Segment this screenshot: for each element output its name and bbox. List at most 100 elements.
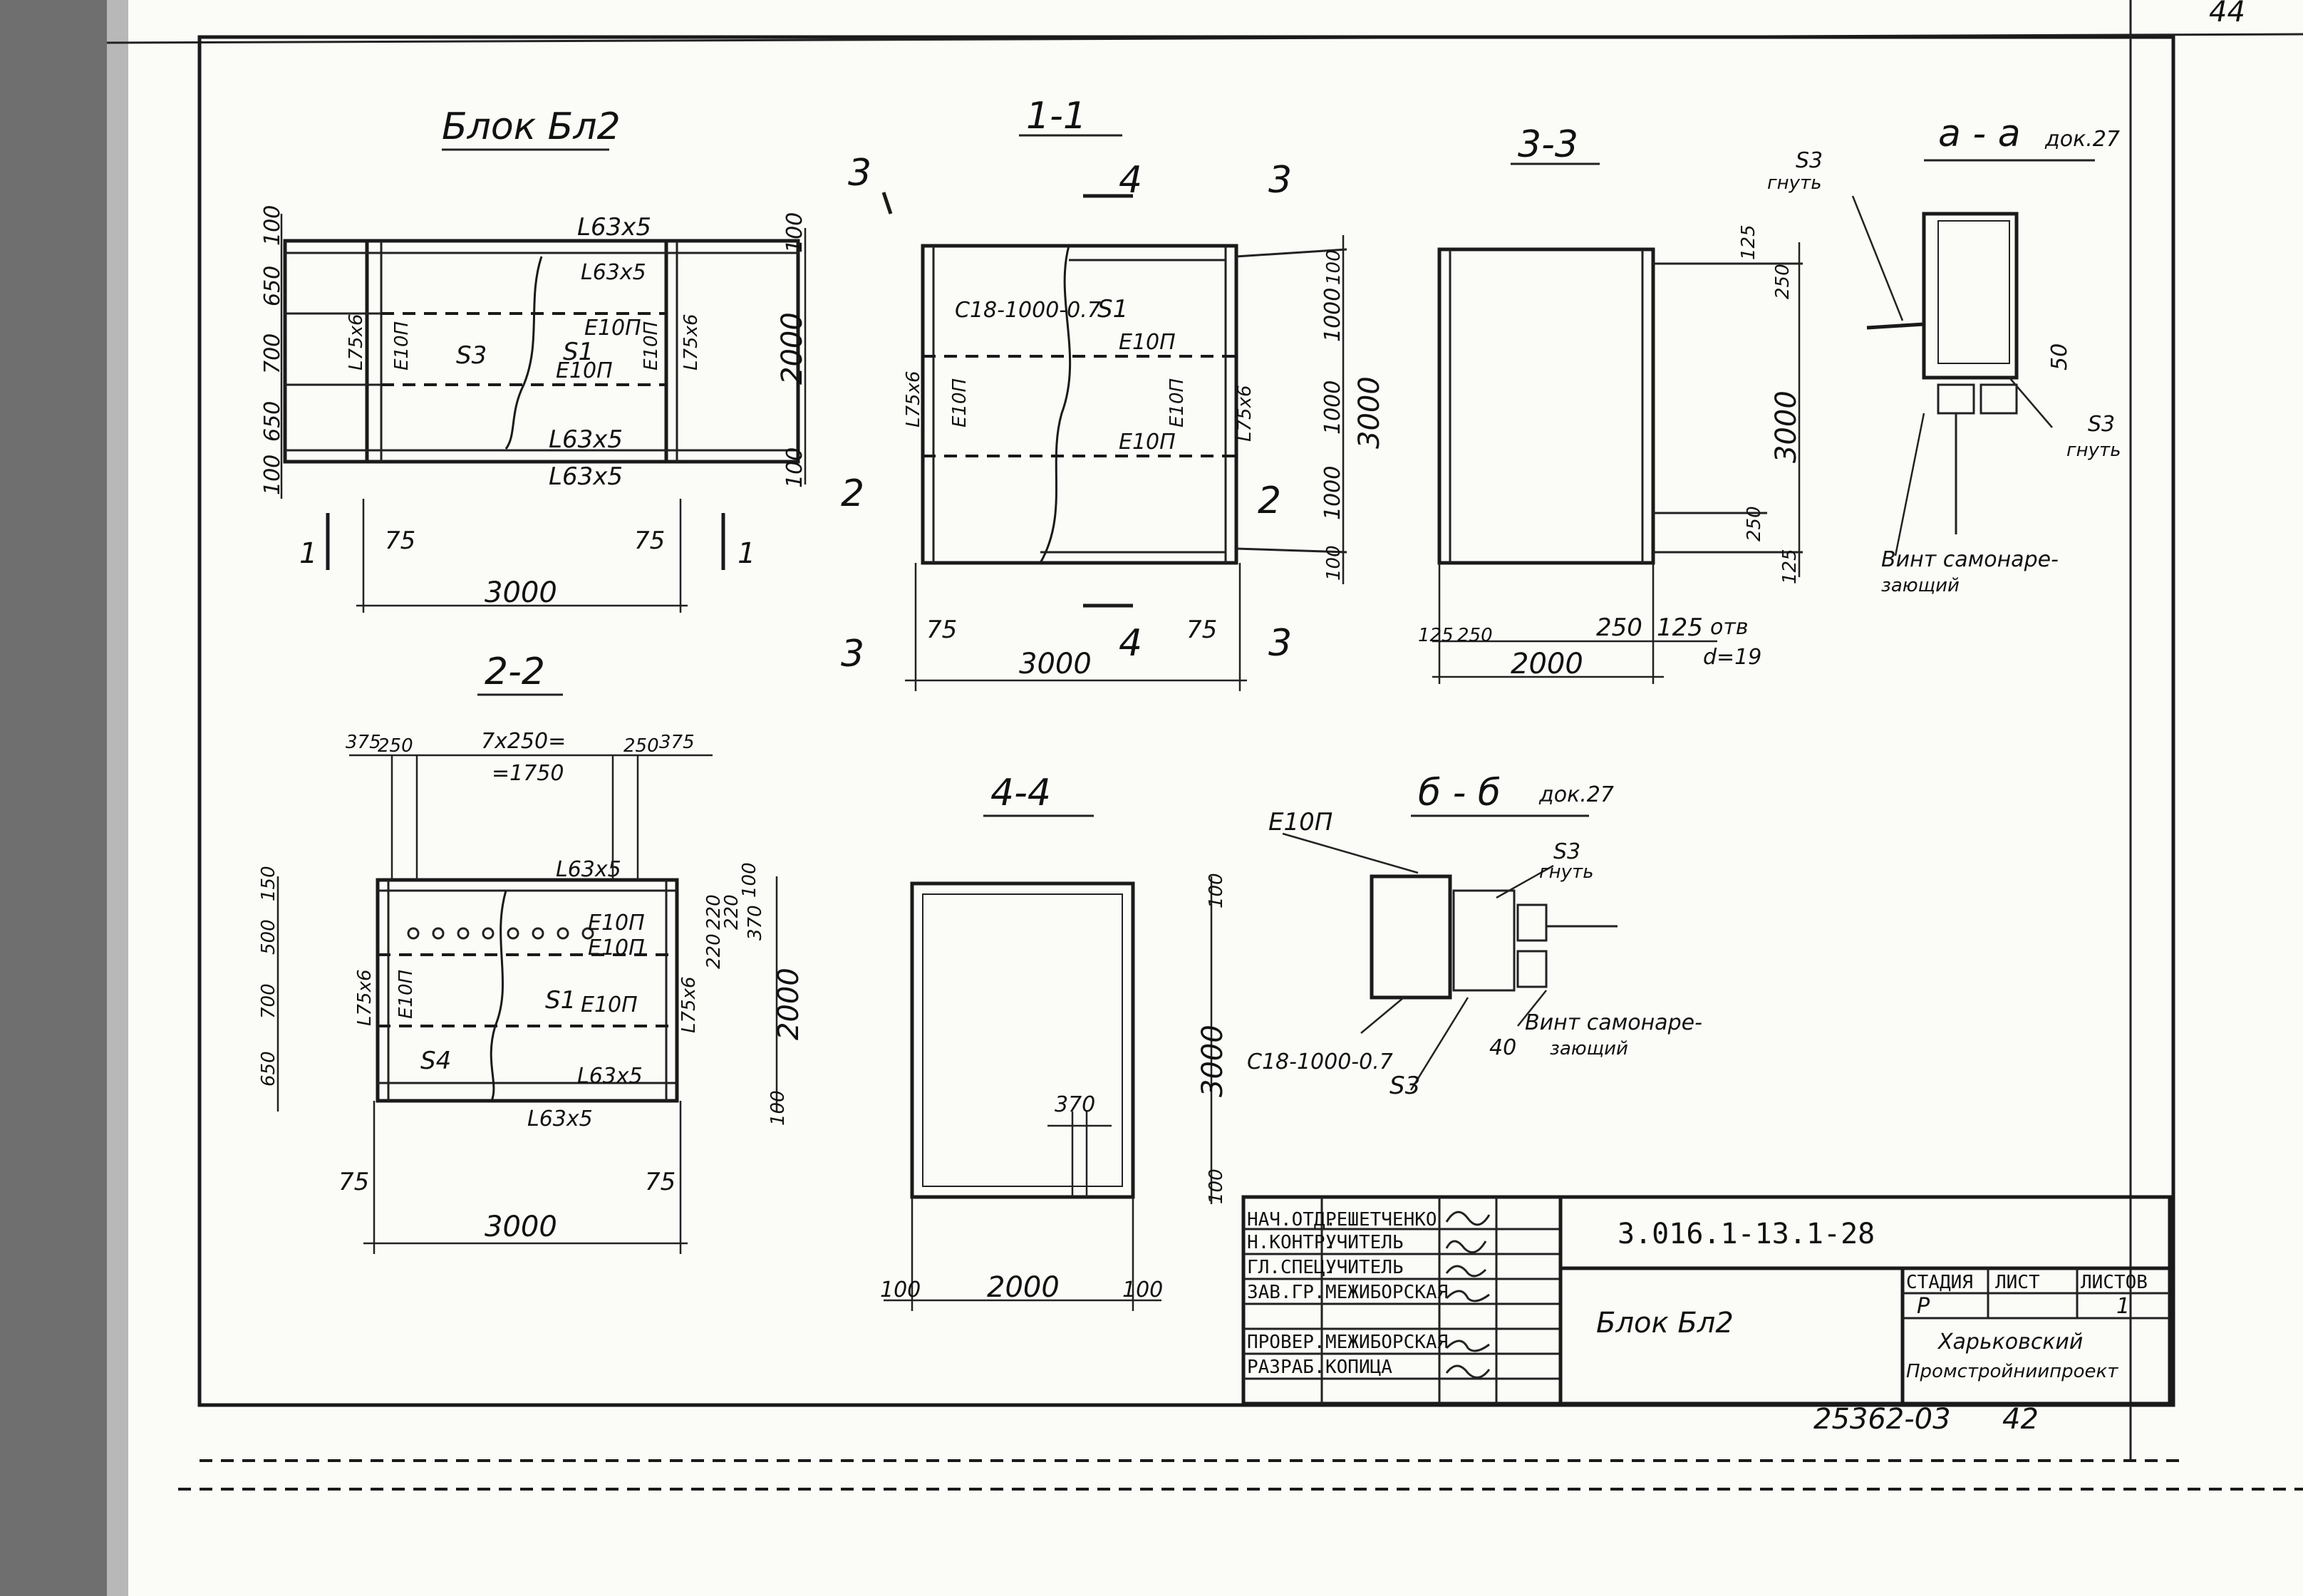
s11-cut-4-bottom: 4 bbox=[1119, 622, 1142, 665]
s22-channel-3-label: E10П bbox=[581, 993, 638, 1017]
detail-a-leader-bottom bbox=[2009, 377, 2053, 428]
s11-frame bbox=[921, 244, 1238, 565]
s11-sheet-label: C18-1000-0.7 bbox=[955, 298, 1101, 323]
s22-panel-s1: S1 bbox=[545, 986, 576, 1015]
block-cut-mark-1-right: 1 bbox=[738, 537, 755, 570]
s22-bolt-hole bbox=[532, 927, 544, 940]
s11-dim-75-right: 75 bbox=[1186, 616, 1217, 644]
tb-name-2: УЧИТЕЛЬ bbox=[1325, 1232, 1404, 1253]
tb-sheets-value: 1 bbox=[2116, 1294, 2130, 1319]
section-1-1-title: 1-1 bbox=[1026, 95, 1087, 138]
block-bottom-angle-1: L63x5 bbox=[549, 425, 623, 454]
s11-cut-3-top-arrow bbox=[881, 192, 893, 214]
block-top-angle-1: L63x5 bbox=[577, 213, 651, 242]
detail-a-s3-bottom: S3 bbox=[2088, 412, 2115, 437]
section-2-2-title: 2-2 bbox=[485, 651, 545, 693]
s33-hole-label: отв bbox=[1710, 615, 1749, 640]
s33-dim-bottom-4: 125 bbox=[1657, 613, 1703, 642]
detail-b-screw-1: Винт самонаре- bbox=[1525, 1010, 1702, 1035]
signature-6 bbox=[1445, 1364, 1491, 1379]
s33-dim-width: 2000 bbox=[1511, 648, 1583, 680]
s22-panel-s4: S4 bbox=[420, 1047, 451, 1075]
tb-role-1: НАЧ.ОТД. bbox=[1247, 1209, 1336, 1230]
detail-a: а - а док.27 S3 гнуть 50 S3 гнуть Винт с… bbox=[1767, 113, 2121, 596]
detail-b-leader-s3 bbox=[1496, 864, 1554, 899]
tb-name-3: УЧИТЕЛЬ bbox=[1325, 1257, 1404, 1278]
s22-break-line bbox=[490, 890, 507, 1102]
detail-b-dim-40: 40 bbox=[1489, 1035, 1516, 1060]
signature-2 bbox=[1445, 1240, 1487, 1254]
detail-b-bolt-2 bbox=[1516, 950, 1548, 988]
s11-channel-3-label: E10П bbox=[1119, 430, 1176, 455]
block-panel-s3: S3 bbox=[456, 341, 487, 370]
s11-side-bottom bbox=[1236, 547, 1347, 554]
detail-b-s3-top: S3 bbox=[1553, 839, 1580, 864]
s11-cut-3-top: 3 bbox=[848, 152, 871, 195]
s22-dim-left-4: 650 bbox=[258, 1051, 279, 1087]
s11-panel-s1: S1 bbox=[1097, 295, 1128, 323]
block-dim-left-2: 650 bbox=[260, 266, 285, 306]
s11-cut-2-left: 2 bbox=[841, 472, 864, 515]
block-mid-channel-1: E10П bbox=[584, 316, 641, 341]
detail-a-bolt-2 bbox=[1979, 383, 2018, 415]
block-dim-75-left: 75 bbox=[385, 527, 415, 555]
tb-item-name: Блок Бл2 bbox=[1596, 1307, 1734, 1340]
detail-b-leader-s3-bottom bbox=[1409, 997, 1469, 1091]
stamp-page: 42 bbox=[2002, 1403, 2039, 1436]
section-2-2: 2-2 L63x5 E10П E10П E10П E10П L75x6 L75x… bbox=[258, 651, 805, 1254]
detail-a-bolt-1 bbox=[1937, 383, 1975, 415]
s44-dim-370: 370 bbox=[1055, 1092, 1095, 1117]
s22-bolt-hole bbox=[482, 927, 495, 940]
tb-role-2: Н.КОНТР. bbox=[1247, 1232, 1336, 1253]
detail-a-screw-1: Винт самонаре- bbox=[1881, 547, 2059, 572]
block-top-angle-2: L63x5 bbox=[581, 260, 646, 285]
s44-dim-bottom-right: 100 bbox=[1206, 1168, 1227, 1204]
detail-b-channel: E10П bbox=[1268, 808, 1332, 836]
s33-dim-bottom-2: 250 bbox=[1457, 625, 1493, 646]
signature-5 bbox=[1445, 1340, 1490, 1352]
block-mid-channel-2: E10П bbox=[556, 358, 613, 383]
s11-cut-3-bottom-left: 3 bbox=[841, 633, 864, 675]
detail-b-insert bbox=[1452, 889, 1516, 992]
s11-dim-right-2: 1000 bbox=[1320, 288, 1345, 342]
s22-dim-right-1: 100 bbox=[739, 862, 760, 898]
block-dim-right-bottom: 100 bbox=[782, 447, 807, 488]
s11-side-top bbox=[1236, 248, 1347, 258]
s44-dim-height: 3000 bbox=[1196, 1025, 1229, 1097]
block-dim-left-1: 100 bbox=[260, 205, 285, 246]
s11-left-post: L75x6 bbox=[903, 371, 924, 428]
detail-a-dim-50: 50 bbox=[2047, 343, 2072, 370]
detail-b-screw-2: зающий bbox=[1550, 1038, 1628, 1059]
section-3-3: 3-3 125 250 3000 250 125 125 250 250 125… bbox=[1418, 123, 1803, 684]
block-left-post: L75x6 bbox=[346, 314, 367, 371]
tb-stage-value: Р bbox=[1917, 1294, 1930, 1319]
detail-b-leader-sheet bbox=[1360, 997, 1404, 1034]
s22-dim-75-left: 75 bbox=[338, 1168, 369, 1196]
s22-dim-right-5: 370 bbox=[745, 905, 766, 940]
s22-bolt-holes bbox=[407, 927, 594, 940]
tb-name-5: МЕЖИБОРСКАЯ bbox=[1325, 1332, 1448, 1353]
block-dim-75-right: 75 bbox=[634, 527, 665, 555]
s11-cut-2-right: 2 bbox=[1258, 480, 1281, 522]
s22-dim-left-3: 700 bbox=[258, 983, 279, 1019]
s11-cut-3-bottom-right: 3 bbox=[1268, 622, 1292, 665]
block-dim-left-3: 700 bbox=[260, 333, 285, 374]
s22-bolt-hole bbox=[507, 927, 519, 940]
block-dim-right-height: 2000 bbox=[776, 312, 809, 385]
s44-dim-left: 100 bbox=[880, 1278, 921, 1302]
s22-dim-right-2: 220 bbox=[703, 894, 725, 930]
s22-bottom-angle-2: L63x5 bbox=[527, 1107, 593, 1131]
s11-dim-total: 3000 bbox=[1353, 376, 1386, 449]
drawing-frame bbox=[197, 35, 2175, 1407]
s11-dim-right-4: 1000 bbox=[1320, 466, 1345, 520]
detail-b-leader-screw bbox=[1517, 990, 1547, 1027]
signature-3 bbox=[1445, 1265, 1487, 1278]
detail-b-panel bbox=[1370, 874, 1452, 1000]
corner-mark: 44 bbox=[2209, 0, 2245, 28]
s44-dim-width: 2000 bbox=[987, 1271, 1060, 1304]
s22-dim-width: 3000 bbox=[485, 1211, 557, 1243]
s22-bolt-hole bbox=[432, 927, 445, 940]
detail-a-ref: док.27 bbox=[2044, 127, 2120, 152]
detail-b-bent: гнуть bbox=[1539, 861, 1594, 883]
